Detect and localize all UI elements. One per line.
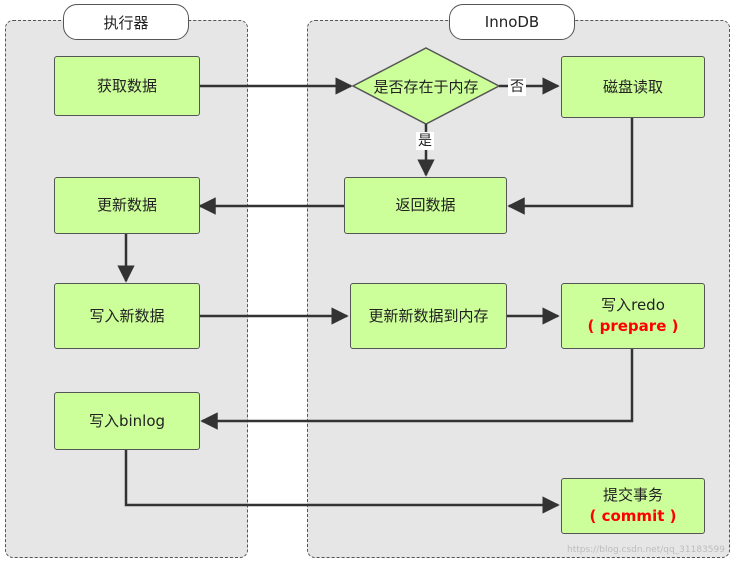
node-update-data-label: 更新数据 [96, 196, 157, 214]
node-update-to-memory: 更新新数据到内存 [350, 283, 507, 349]
edge-label-yes: 是 [416, 132, 434, 150]
node-return-data-label: 返回数据 [395, 196, 456, 214]
node-commit-tx-label: 提交事务 [602, 486, 663, 504]
node-commit-tx-note: ( commit ) [589, 507, 677, 525]
edge-binlog-to-commit [124, 450, 560, 514]
node-update-to-memory-label: 更新新数据到内存 [368, 306, 489, 325]
watermark: https://blog.csdn.net/qq_31183599 [566, 545, 725, 555]
node-write-binlog: 写入binlog [54, 392, 200, 450]
edge-label-no: 否 [508, 78, 526, 96]
node-get-data: 获取数据 [54, 56, 200, 116]
executor-lane-title: 执行器 [63, 4, 189, 40]
node-commit-tx: 提交事务 ( commit ) [561, 478, 705, 534]
node-disk-read-label: 磁盘读取 [602, 77, 663, 96]
node-write-new-data: 写入新数据 [54, 283, 200, 349]
node-disk-read: 磁盘读取 [561, 56, 705, 118]
node-write-new-data-label: 写入新数据 [89, 306, 165, 325]
edge-redo-to-binlog [200, 349, 634, 430]
node-write-binlog-label: 写入binlog [88, 411, 166, 430]
node-write-redo-note: ( prepare ) [587, 317, 679, 335]
node-return-data: 返回数据 [344, 177, 507, 234]
decision-in-memory-label: 是否存在于内存 [373, 77, 479, 96]
node-write-redo-label: 写入redo [601, 296, 665, 314]
node-update-data: 更新数据 [54, 177, 200, 234]
edge-disk-to-return [507, 118, 634, 215]
node-get-data-label: 获取数据 [96, 76, 157, 95]
innodb-lane-title: InnoDB [449, 4, 575, 40]
node-write-redo: 写入redo ( prepare ) [561, 283, 705, 349]
